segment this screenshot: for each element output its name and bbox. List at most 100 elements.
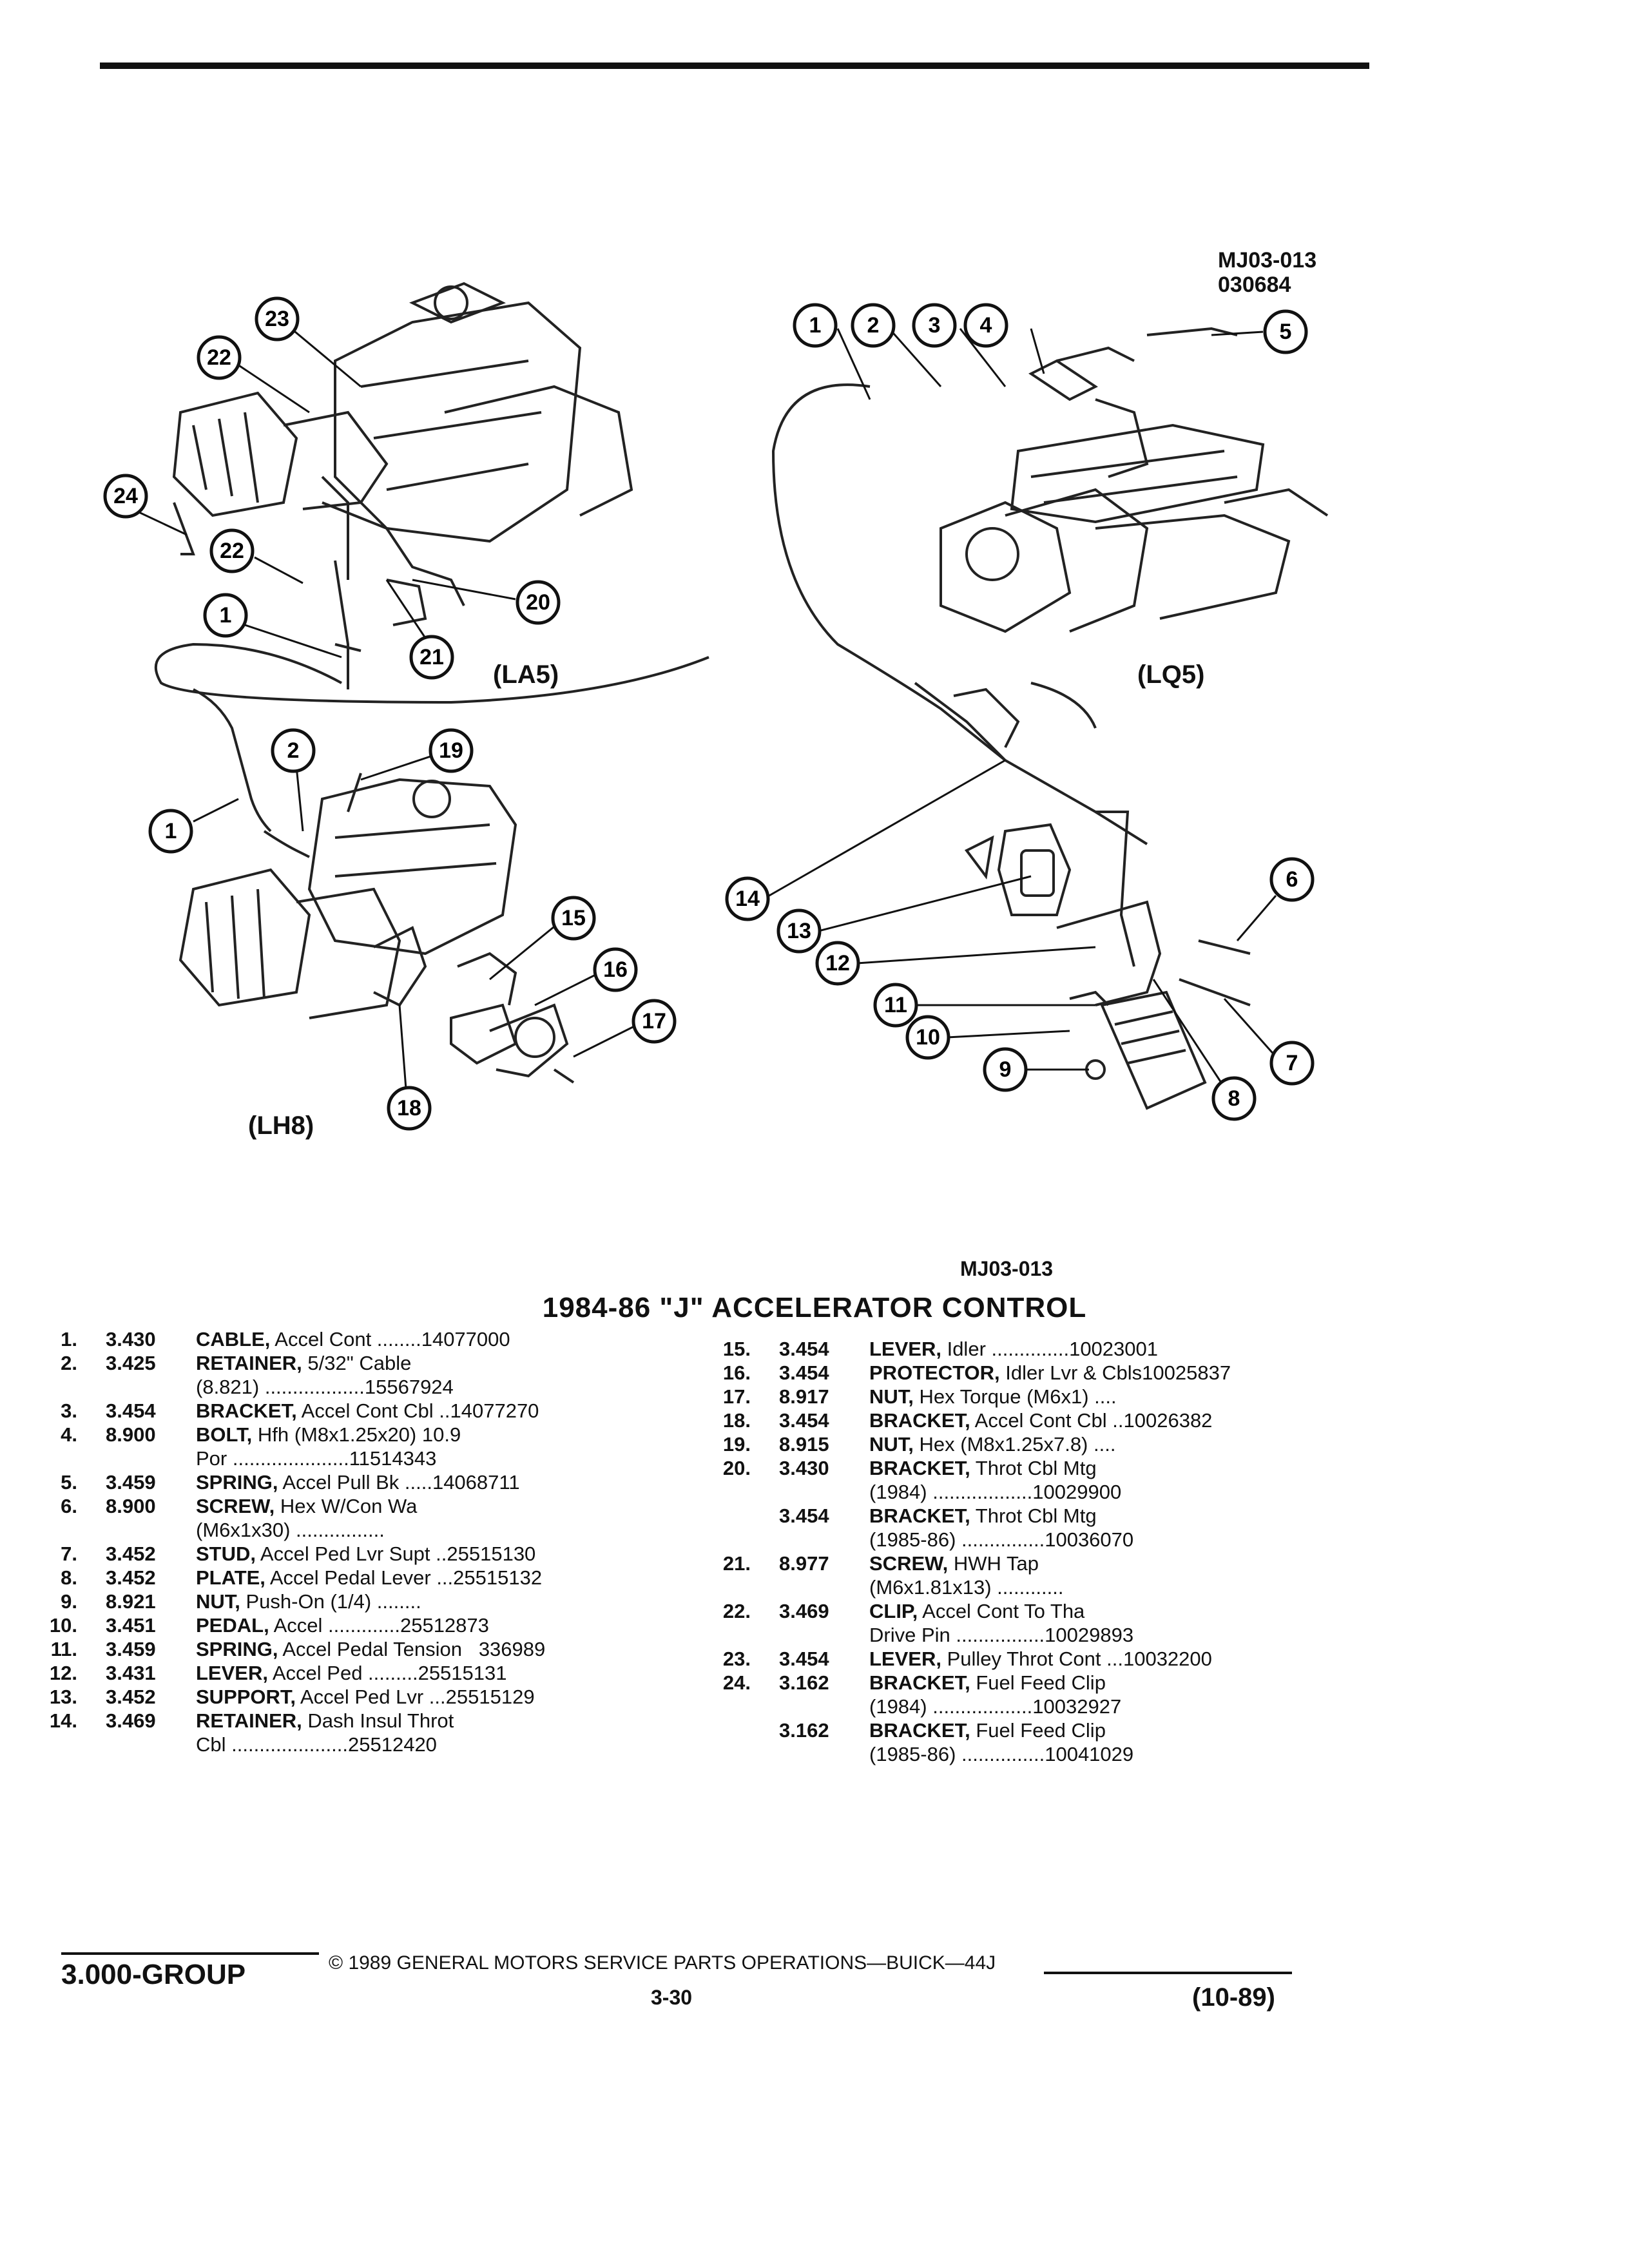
group-code: 3.452 [106,1566,156,1589]
part-name: SCREW, [196,1495,275,1517]
part-description: CLIP, Accel Cont To Tha [869,1599,1314,1623]
part-number: 3. [61,1399,77,1422]
engine-label-lq5: (LQ5) [1137,660,1205,689]
parts-row: (M6x1x30) ................ [32,1518,641,1542]
group-code: 3.452 [106,1542,156,1565]
group-code: 3.469 [106,1709,156,1732]
part-description: LEVER, Pulley Throt Cont ...10032200 [869,1647,1314,1671]
part-name: NUT, [869,1385,914,1408]
svg-text:2: 2 [287,738,300,763]
svg-text:7: 7 [1286,1051,1298,1075]
callout-12: 12 [815,941,860,986]
part-detail: Accel Cont To Tha [918,1600,1085,1622]
top-rule [100,62,1369,69]
part-detail: Hfh (M8x1.25x20) 10.9 [252,1423,461,1446]
part-description: (1984) ..................10032927 [869,1695,1314,1718]
part-detail: (1984) ..................10029900 [869,1481,1122,1503]
parts-row: Por .....................11514343 [32,1446,641,1470]
part-description: BRACKET, Fuel Feed Clip [869,1718,1314,1742]
part-number [706,1742,751,1766]
svg-text:5: 5 [1280,320,1292,344]
part-description: (M6x1x30) ................ [196,1518,641,1542]
part-detail: Cbl .....................25512420 [196,1733,437,1756]
footer-page-number: 3-30 [651,1986,693,2009]
engine-lq5-drawing [940,327,1329,633]
group-code: 3.454 [779,1361,829,1384]
svg-text:19: 19 [439,738,463,763]
part-name: CLIP, [869,1600,918,1622]
group-code: 3.454 [106,1399,156,1422]
part-description: (1985-86) ...............10036070 [869,1528,1314,1552]
part-name: STUD, [196,1542,256,1565]
part-name: NUT, [869,1433,914,1456]
exploded-diagram: 23 22 24 22 1 20 21 1 2 3 4 5 19 2 1 15 … [103,282,1329,1131]
part-detail: Push-On (1/4) ........ [240,1590,421,1613]
part-detail: Hex Torque (M6x1) .... [913,1385,1117,1408]
group-code: 8.900 [106,1495,156,1517]
part-number [706,1575,751,1599]
part-detail: Idler Lvr & Cbls10025837 [999,1361,1231,1384]
callout-10: 10 [905,1015,950,1060]
part-detail: Pulley Throt Cont ...10032200 [941,1648,1212,1670]
part-number: 1. [61,1328,77,1350]
svg-text:1: 1 [809,313,822,338]
callout-5: 5 [1263,309,1308,354]
part-name: SUPPORT, [196,1686,296,1708]
callout-22b: 22 [209,528,255,573]
part-name: PEDAL, [196,1614,269,1637]
parts-row: Cbl .....................25512420 [32,1733,641,1756]
group-code: 3.454 [779,1338,829,1360]
callout-group: 23 22 24 22 1 20 21 1 2 3 4 5 19 2 1 15 … [103,296,1315,1131]
part-description: PLATE, Accel Pedal Lever ...25515132 [196,1566,641,1590]
callout-15: 15 [551,896,596,941]
engine-label-la5: (LA5) [493,660,559,689]
part-number: 14. [49,1709,77,1732]
part-detail: Dash Insul Throt [302,1709,454,1732]
group-code [77,1733,196,1756]
callout-11: 11 [873,983,918,1028]
part-description: RETAINER, 5/32" Cable [196,1351,641,1375]
part-number: 2. [61,1352,77,1374]
part-description: BOLT, Hfh (M8x1.25x20) 10.9 [196,1423,641,1446]
part-description: SUPPORT, Accel Ped Lvr ...25515129 [196,1685,641,1709]
callout-13: 13 [776,908,822,954]
parts-row: (1984) ..................10032927 [706,1695,1314,1718]
part-number: 9. [61,1590,77,1613]
group-code: 3.162 [779,1671,829,1694]
svg-text:18: 18 [397,1096,421,1120]
svg-text:11: 11 [884,993,907,1017]
group-code [77,1518,196,1542]
part-description: CABLE, Accel Cont ........14077000 [196,1327,641,1351]
parts-row: (1985-86) ...............10036070 [706,1528,1314,1552]
footer-rule-left [61,1952,319,1955]
part-description: NUT, Hex Torque (M6x1) .... [869,1385,1314,1408]
part-description: LEVER, Accel Ped .........25515131 [196,1661,641,1685]
engine-label-lh8: (LH8) [248,1111,314,1140]
parts-row: Drive Pin ................10029893 [706,1623,1314,1647]
svg-text:23: 23 [265,307,289,331]
accel-cable-lq5 [771,383,1148,845]
svg-text:16: 16 [603,957,628,982]
group-code: 8.915 [779,1433,829,1456]
part-number: 5. [61,1471,77,1494]
part-name: SPRING, [196,1638,278,1660]
group-code: 3.430 [779,1457,829,1479]
part-name: SPRING, [196,1471,278,1494]
footer-copyright: © 1989 GENERAL MOTORS SERVICE PARTS OPER… [329,1952,996,1974]
group-code [751,1623,869,1647]
part-number [706,1695,751,1718]
part-description: BRACKET, Throt Cbl Mtg [869,1504,1314,1528]
part-number: 16. [722,1361,751,1384]
pedal-assembly-drawing [964,811,1251,1110]
